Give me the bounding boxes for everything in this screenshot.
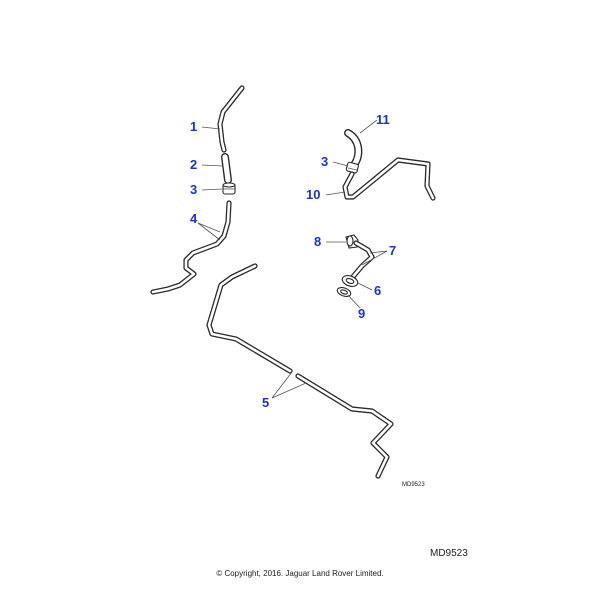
pipe-10 [342,157,436,201]
clamp-3-left [222,182,236,195]
callout-2: 2 [190,157,197,172]
hose-7 [349,240,375,281]
hose-2 [221,153,232,184]
callout-4: 4 [190,211,198,226]
pipe-5 [206,263,394,479]
callout-9: 9 [358,306,365,321]
pipe-4 [150,200,232,295]
callout-3-right: 3 [321,154,328,169]
callout-10: 10 [306,187,320,202]
diagram-code-small: MD9523 [402,482,425,488]
grommet-6 [341,275,359,287]
callout-8: 8 [314,234,321,249]
callout-1: 1 [190,119,197,134]
callout-7: 7 [389,243,396,258]
callout-5: 5 [262,395,269,410]
copyright-text: © Copyright, 2016. Jaguar Land Rover Lim… [216,569,383,578]
diagram-code: MD9523 [430,548,468,559]
callout-11: 11 [376,112,390,127]
hose-11 [344,129,363,169]
callout-3-left: 3 [190,182,197,197]
callout-6: 6 [374,283,381,298]
hose-1 [217,85,245,153]
leader-lines [197,119,388,399]
seal-9 [336,286,352,298]
